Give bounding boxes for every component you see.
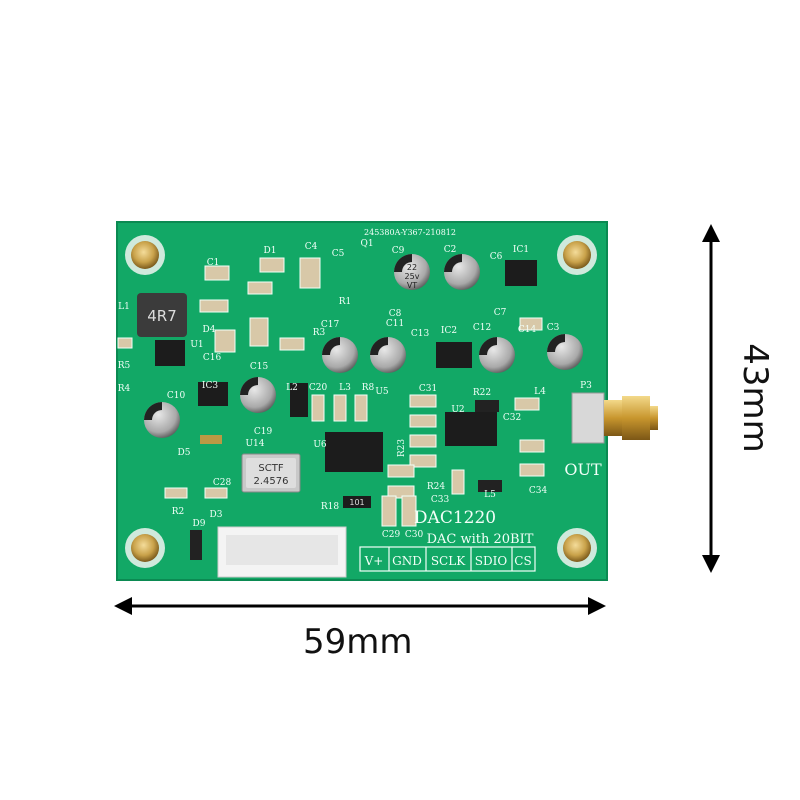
inductor-marking: 4R7 (147, 307, 177, 325)
output-label: OUT (564, 460, 602, 479)
board-title: DAC1220 (414, 508, 496, 528)
crystal-marking: SCTF (258, 463, 283, 474)
height-label: 43mm (734, 343, 775, 453)
pin-label: GND (392, 554, 422, 568)
resistor-array-marking: 101 (349, 498, 364, 507)
refdes-label: Q1 (360, 239, 373, 249)
crystal-marking: 2.4576 (254, 476, 289, 487)
pin-label: SDIO (475, 554, 508, 568)
refdes-label: P3 (580, 381, 592, 391)
refdes-label: C20 (309, 383, 328, 393)
refdes-label: C34 (529, 486, 548, 496)
refdes-label: R4 (118, 384, 131, 394)
refdes-label: C14 (518, 325, 537, 335)
refdes-label: D4 (203, 325, 216, 335)
board-subtitle: DAC with 20BIT (427, 532, 534, 547)
refdes-label: U6 (313, 440, 327, 450)
refdes-label: C33 (431, 495, 450, 505)
refdes-label: R22 (473, 388, 491, 398)
refdes-label: C4 (305, 242, 318, 252)
refdes-label: D9 (193, 519, 206, 529)
refdes-label: C32 (503, 413, 521, 423)
refdes-label: C13 (411, 329, 430, 339)
pin-labels (359, 546, 536, 572)
refdes-label: C28 (213, 478, 232, 488)
refdes-label: D3 (210, 510, 223, 520)
refdes-label: C8 (389, 309, 402, 319)
refdes-label: U5 (375, 387, 389, 397)
refdes-label: C3 (547, 323, 560, 333)
refdes-label: C16 (203, 353, 222, 363)
refdes-label: L1 (118, 302, 130, 312)
refdes-label: C9 (392, 246, 405, 256)
capacitor-marking: VT (407, 281, 417, 290)
refdes-label: C1 (207, 258, 220, 268)
refdes-label: R3 (313, 328, 326, 338)
sma-connector (571, 392, 658, 444)
refdes-label: C11 (386, 319, 404, 329)
refdes-label: R1 (339, 297, 352, 307)
refdes-label: D5 (178, 448, 191, 458)
refdes-label: L5 (484, 490, 496, 500)
refdes-label: IC3 (202, 381, 218, 391)
refdes-label: IC2 (441, 326, 457, 336)
mounting-holes (125, 235, 597, 568)
width-label: 59mm (303, 622, 413, 662)
refdes-label: C2 (444, 245, 457, 255)
refdes-label: C5 (332, 249, 345, 259)
refdes-label: U1 (190, 340, 203, 350)
refdes-label: U14 (245, 439, 264, 449)
refdes-label: R23 (397, 439, 407, 458)
refdes-label: L3 (339, 383, 351, 393)
ic-opamp (445, 412, 497, 446)
capacitor-marking: 22 (407, 263, 417, 272)
capacitor-marking: 25v (405, 272, 420, 281)
pin-label: SCLK (431, 554, 466, 568)
refdes-label: L4 (534, 387, 546, 397)
board-serial: 245380A-Y367-210812 (364, 228, 456, 237)
refdes-label: C15 (250, 362, 269, 372)
refdes-label: C31 (419, 384, 437, 394)
refdes-label: C19 (254, 427, 273, 437)
refdes-label: IC1 (513, 245, 529, 255)
height-dimension-arrow (702, 224, 720, 573)
electrolytic-capacitors (144, 254, 583, 438)
refdes-label: C30 (405, 530, 424, 540)
refdes-label: R2 (172, 507, 185, 517)
refdes-label: U2 (451, 405, 464, 415)
refdes-label: R5 (118, 361, 131, 371)
pin-label: V+ (364, 554, 384, 568)
refdes-label: C7 (494, 308, 507, 318)
ic-dac (325, 432, 383, 472)
width-dimension-arrow (114, 597, 606, 615)
resistor-array (343, 496, 371, 508)
refdes-label: C29 (382, 530, 401, 540)
inductor (137, 293, 187, 337)
refdes-label: R8 (362, 383, 375, 393)
refdes-label: R24 (427, 482, 446, 492)
refdes-label: C6 (490, 252, 503, 262)
refdes-label: C17 (321, 320, 340, 330)
refdes-label: D1 (264, 246, 277, 256)
refdes-label: L2 (286, 383, 298, 393)
refdes-label: C10 (167, 391, 186, 401)
refdes-label: R18 (321, 502, 340, 512)
refdes-label: C12 (473, 323, 491, 333)
pin-label: CS (514, 554, 531, 568)
